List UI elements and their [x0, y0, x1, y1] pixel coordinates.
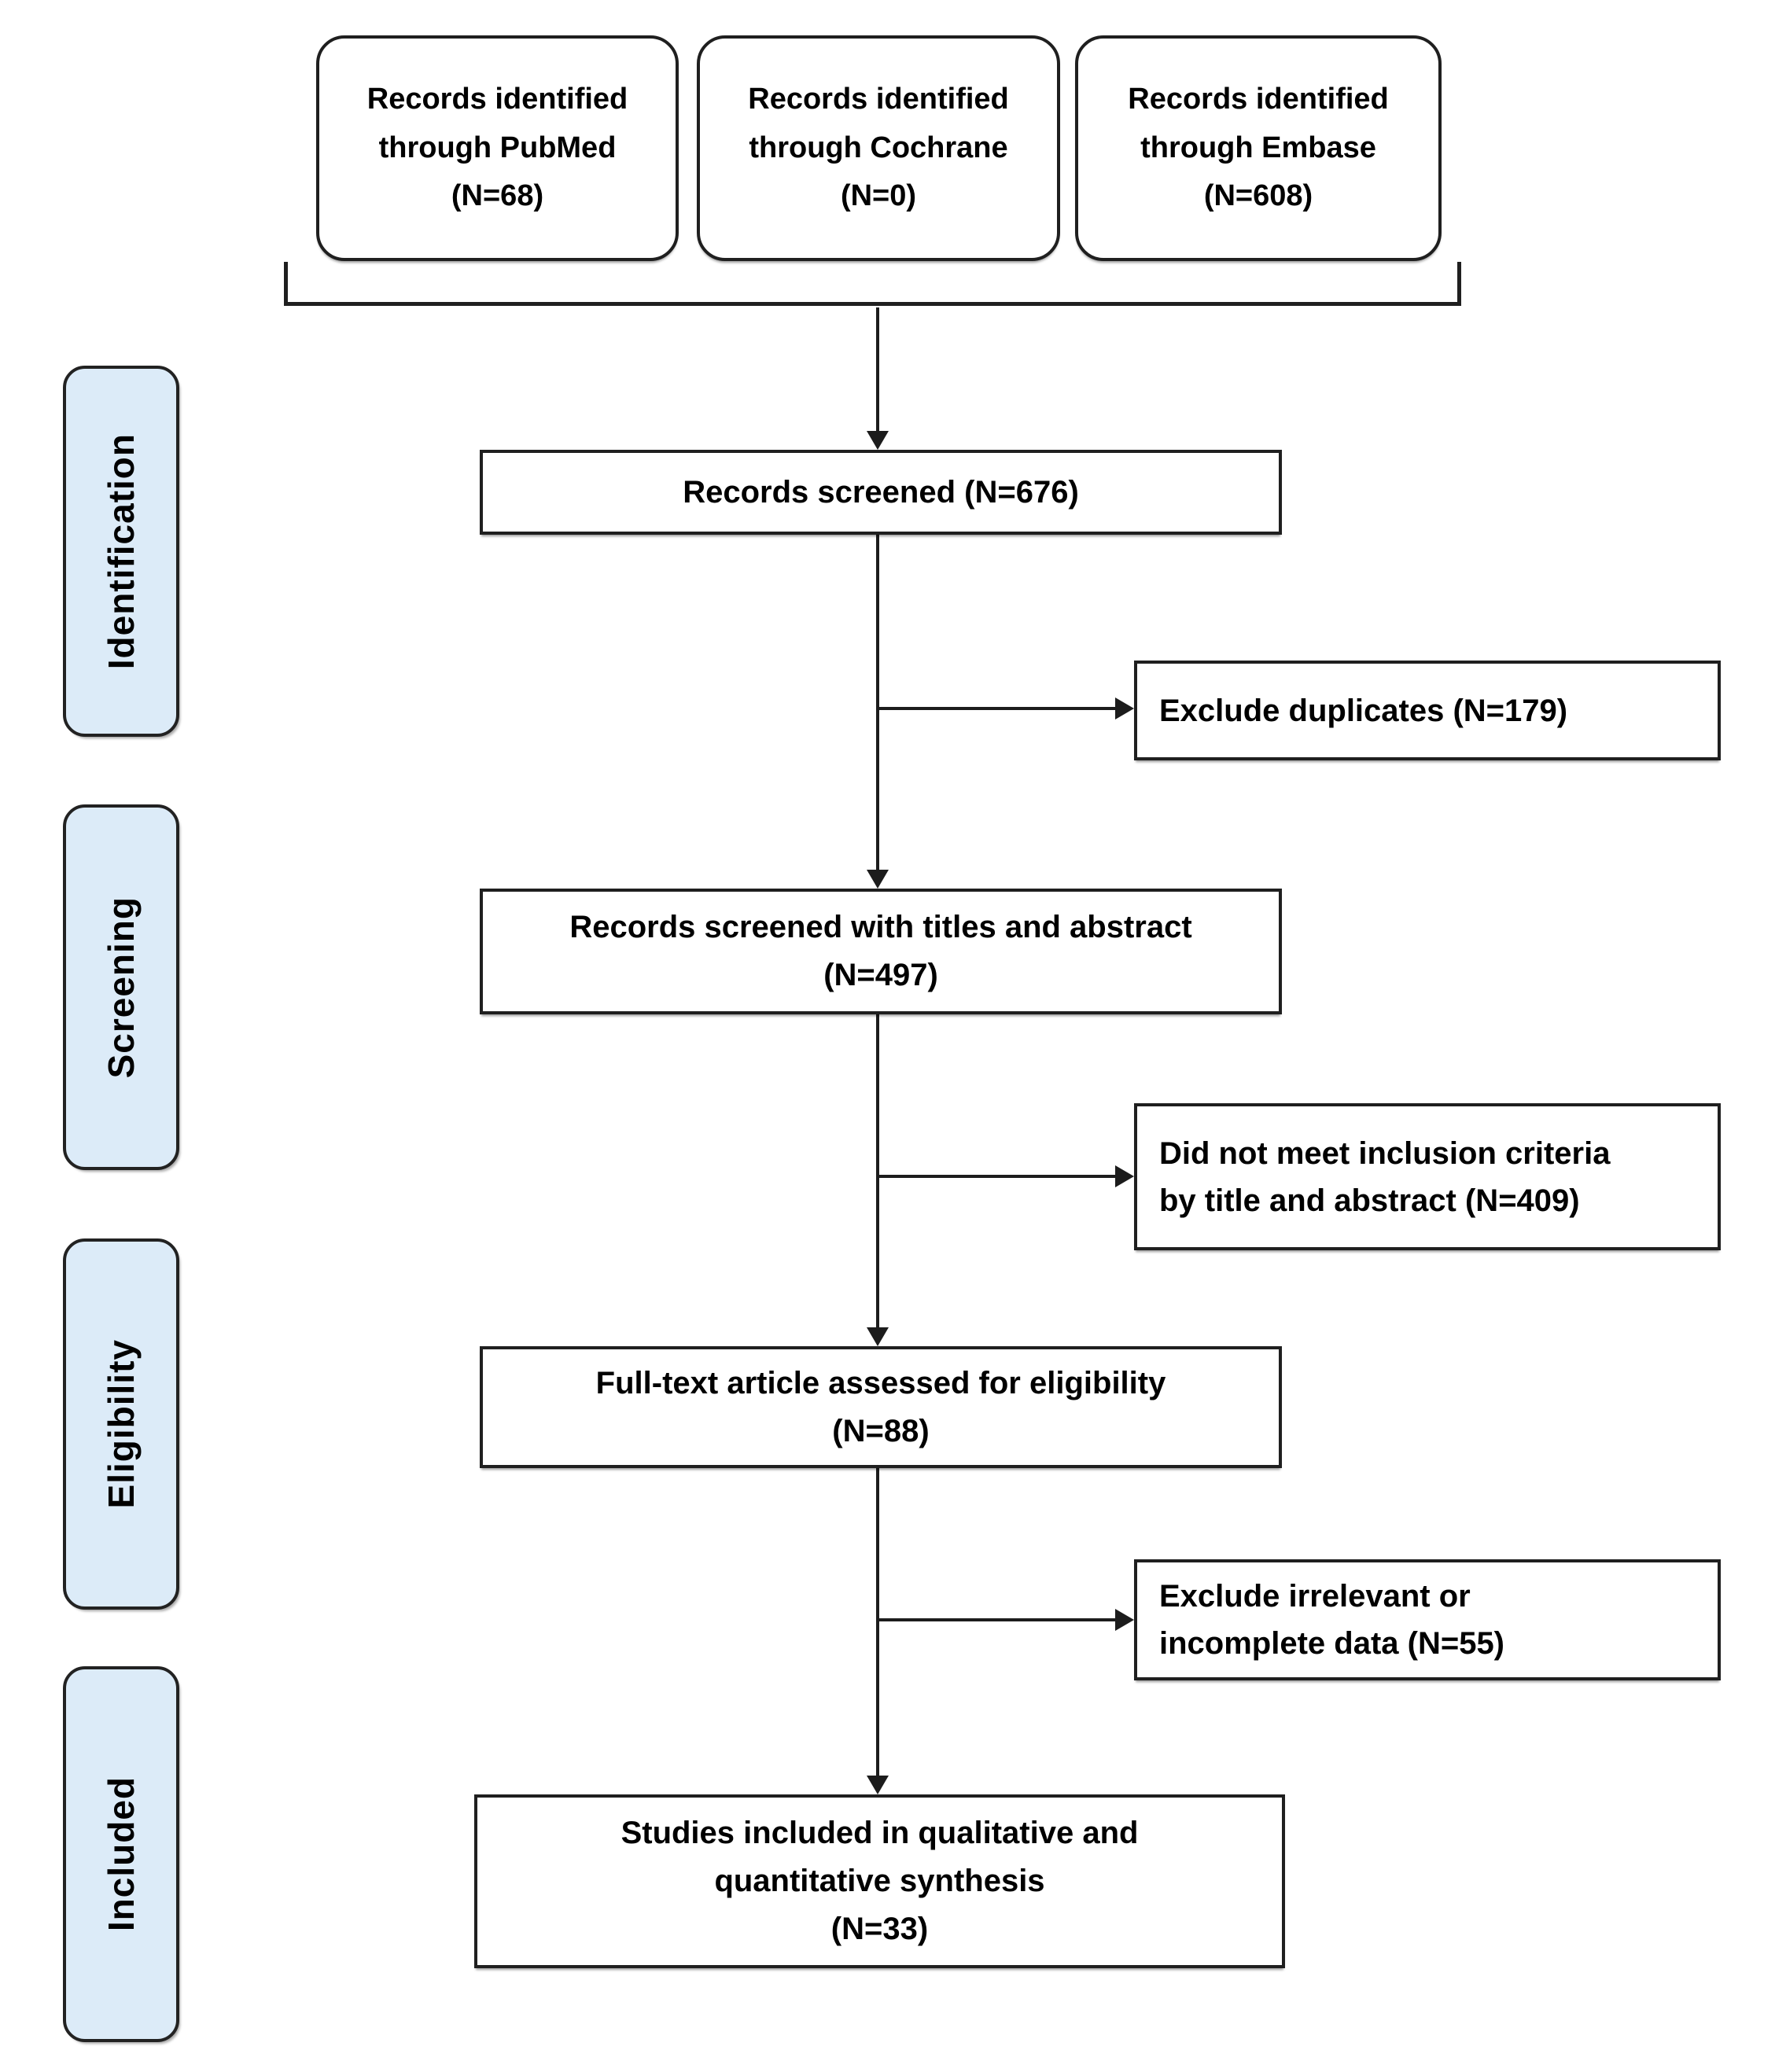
arrow-down-to-included-icon: [867, 1776, 889, 1794]
arrow-down-to-screened-icon: [867, 431, 889, 450]
source-box-embase: Records identified through Embase (N=608…: [1075, 35, 1442, 261]
exclusion-box-criteria-line: Did not meet inclusion criteria: [1159, 1135, 1611, 1171]
branch-to-irrelevant: [878, 1618, 1115, 1621]
arrow-down-to-fulltext-icon: [867, 1327, 889, 1346]
flow-box-studies-included: Studies included in qualitative and quan…: [474, 1794, 1285, 1968]
arrow-down-to-titles-icon: [867, 870, 889, 889]
source-box-cochrane-line: Records identified: [748, 83, 1009, 116]
exclusion-box-criteria-count: by title and abstract (N=409): [1159, 1183, 1580, 1218]
arrow-right-to-duplicates-icon: [1115, 697, 1134, 719]
flow-box-titles-abstract-line: Records screened with titles and abstrac…: [569, 910, 1192, 945]
branch-to-duplicates: [878, 707, 1115, 710]
flow-box-fulltext-eligibility-count: (N=88): [832, 1413, 930, 1448]
merge-bracket: [284, 262, 1461, 306]
exclusion-box-irrelevant: Exclude irrelevant or incomplete data (N…: [1134, 1559, 1721, 1680]
stage-eligibility: Eligibility: [63, 1238, 179, 1610]
source-box-cochrane-line: through Cochrane: [749, 131, 1008, 164]
connector-fulltext-to-included: [876, 1468, 879, 1777]
flow-box-studies-included-line: Studies included in qualitative and: [621, 1816, 1139, 1851]
source-box-embase-count: (N=608): [1203, 179, 1313, 213]
source-box-pubmed-line: through PubMed: [378, 131, 617, 164]
connector-bracket-to-screened: [876, 307, 879, 432]
flow-box-records-screened-text: Records screened (N=676): [683, 474, 1079, 510]
flow-box-titles-abstract-count: (N=497): [823, 958, 938, 992]
source-box-embase-line: through Embase: [1140, 131, 1376, 164]
exclusion-box-duplicates: Exclude duplicates (N=179): [1134, 661, 1721, 760]
stage-identification-label: Identification: [101, 432, 142, 670]
source-box-pubmed-line: Records identified: [366, 83, 628, 116]
stage-included: Included: [63, 1666, 179, 2042]
stage-screening-label: Screening: [101, 896, 142, 1079]
stage-eligibility-label: Eligibility: [101, 1339, 142, 1509]
source-box-embase-line: Records identified: [1128, 83, 1389, 116]
source-box-cochrane-count: (N=0): [840, 179, 917, 213]
branch-to-criteria: [878, 1175, 1115, 1178]
connector-titles-to-fulltext: [876, 1014, 879, 1329]
flow-box-studies-included-count: (N=33): [830, 1911, 929, 1946]
flow-box-studies-included-line: quantitative synthesis: [714, 1864, 1045, 1899]
stage-included-label: Included: [101, 1776, 142, 1932]
exclusion-box-duplicates-text: Exclude duplicates (N=179): [1159, 693, 1568, 728]
connector-screened-to-titles: [876, 535, 879, 871]
arrow-right-to-irrelevant-icon: [1115, 1609, 1134, 1631]
source-box-pubmed: Records identified through PubMed (N=68): [316, 35, 679, 261]
stage-identification: Identification: [63, 366, 179, 737]
flow-box-titles-abstract: Records screened with titles and abstrac…: [480, 889, 1282, 1014]
exclusion-box-irrelevant-line: Exclude irrelevant or: [1159, 1579, 1471, 1614]
arrow-right-to-criteria-icon: [1115, 1165, 1134, 1187]
source-box-cochrane: Records identified through Cochrane (N=0…: [697, 35, 1060, 261]
source-box-pubmed-count: (N=68): [451, 179, 544, 213]
exclusion-box-irrelevant-count: incomplete data (N=55): [1159, 1626, 1505, 1661]
stage-screening: Screening: [63, 804, 179, 1170]
exclusion-box-criteria: Did not meet inclusion criteria by title…: [1134, 1103, 1721, 1250]
flow-box-fulltext-eligibility: Full-text article assessed for eligibili…: [480, 1346, 1282, 1468]
flow-box-fulltext-eligibility-line: Full-text article assessed for eligibili…: [595, 1365, 1166, 1400]
flow-box-records-screened: Records screened (N=676): [480, 450, 1282, 535]
